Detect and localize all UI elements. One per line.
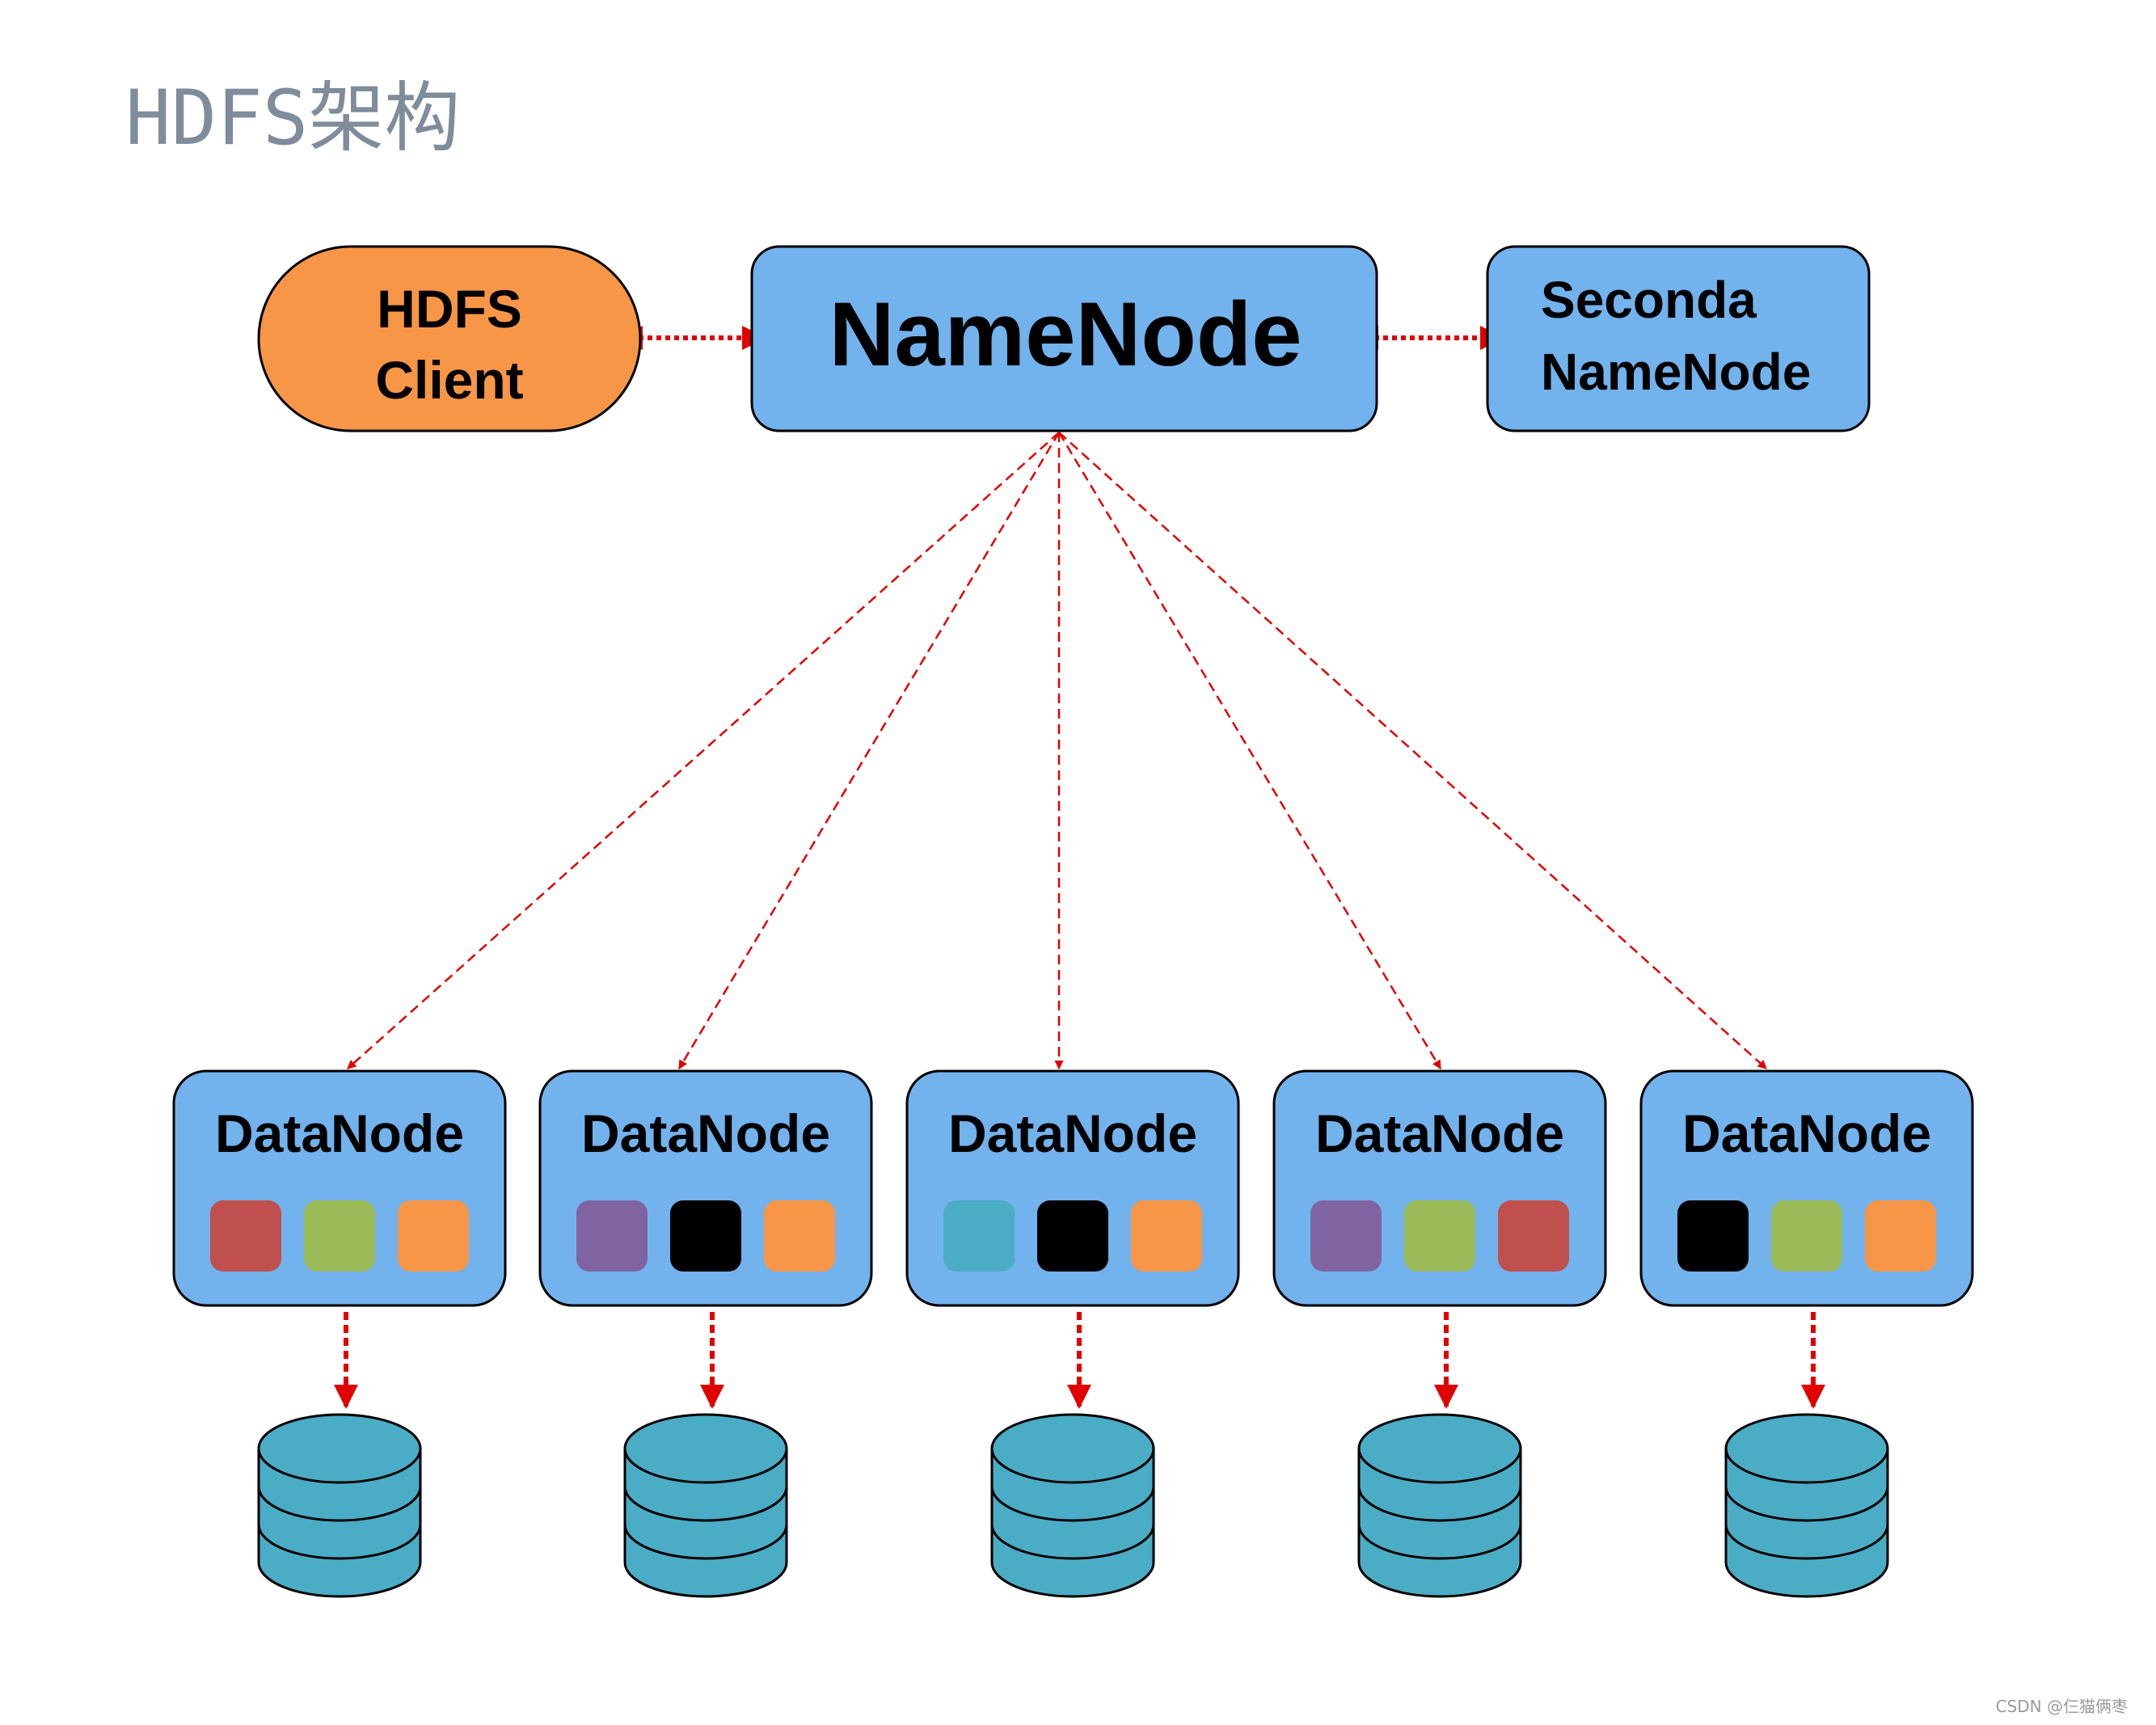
namenode-label: NameNode <box>829 284 1302 385</box>
datanode-label: DataNode <box>948 1103 1197 1163</box>
data-block-2 <box>670 1200 741 1272</box>
secondary-label-line2: NameNode <box>1541 343 1811 401</box>
data-block-3 <box>398 1200 469 1272</box>
secondary-namenode-node: Seconda NameNode <box>1486 245 1871 432</box>
datanode-label: DataNode <box>215 1103 464 1163</box>
disk-storage-icon <box>257 1413 422 1598</box>
datanode-label: DataNode <box>581 1103 830 1163</box>
disk-storage-icon <box>623 1413 788 1598</box>
namenode-to-datanode-arrow-2 <box>677 432 1061 1069</box>
datanode-label: DataNode <box>1315 1103 1564 1163</box>
datanode-5: DataNode <box>1639 1069 1974 1307</box>
data-block-1 <box>943 1200 1015 1272</box>
namenode-to-datanode-arrow-1 <box>347 432 1060 1069</box>
data-block-1 <box>1310 1200 1382 1272</box>
namenode-to-datanode-arrow-5 <box>1058 432 1767 1069</box>
data-block-2 <box>1404 1200 1475 1272</box>
data-block-3 <box>1498 1200 1569 1272</box>
data-block-1 <box>210 1200 281 1272</box>
data-block-3 <box>764 1200 835 1272</box>
namenode-datanode-links <box>347 432 1767 1070</box>
datanode-row: DataNode DataNode DataNode DataNode DataNode <box>172 1069 1974 1598</box>
datanode-4: DataNode <box>1272 1069 1607 1307</box>
data-block-3 <box>1865 1200 1936 1272</box>
namenode-node: NameNode <box>750 245 1378 432</box>
datanode-1: DataNode <box>172 1069 507 1307</box>
data-block-1 <box>576 1200 648 1272</box>
page-title: HDFS架构 <box>125 74 460 162</box>
data-block-3 <box>1131 1200 1202 1272</box>
disk-storage-icon <box>1357 1413 1522 1598</box>
watermark-text: CSDN @仨猫俩枣 <box>1996 1697 2128 1716</box>
disk-storage-icon <box>1724 1413 1889 1598</box>
disk-storage-icon <box>990 1413 1155 1598</box>
data-block-2 <box>304 1200 375 1272</box>
datanode-2: DataNode <box>538 1069 873 1307</box>
datanode-label: DataNode <box>1682 1103 1931 1163</box>
secondary-label-line1: Seconda <box>1541 271 1757 329</box>
namenode-to-datanode-arrow-4 <box>1057 432 1442 1069</box>
data-block-2 <box>1771 1200 1842 1272</box>
datanode-3: DataNode <box>905 1069 1240 1307</box>
hdfs-client-node: HDFS Client <box>257 245 642 432</box>
data-block-1 <box>1677 1200 1749 1272</box>
hdfs-client-label-line1: HDFS <box>377 279 522 339</box>
data-block-2 <box>1037 1200 1108 1272</box>
hdfs-client-label-line2: Client <box>375 350 523 410</box>
